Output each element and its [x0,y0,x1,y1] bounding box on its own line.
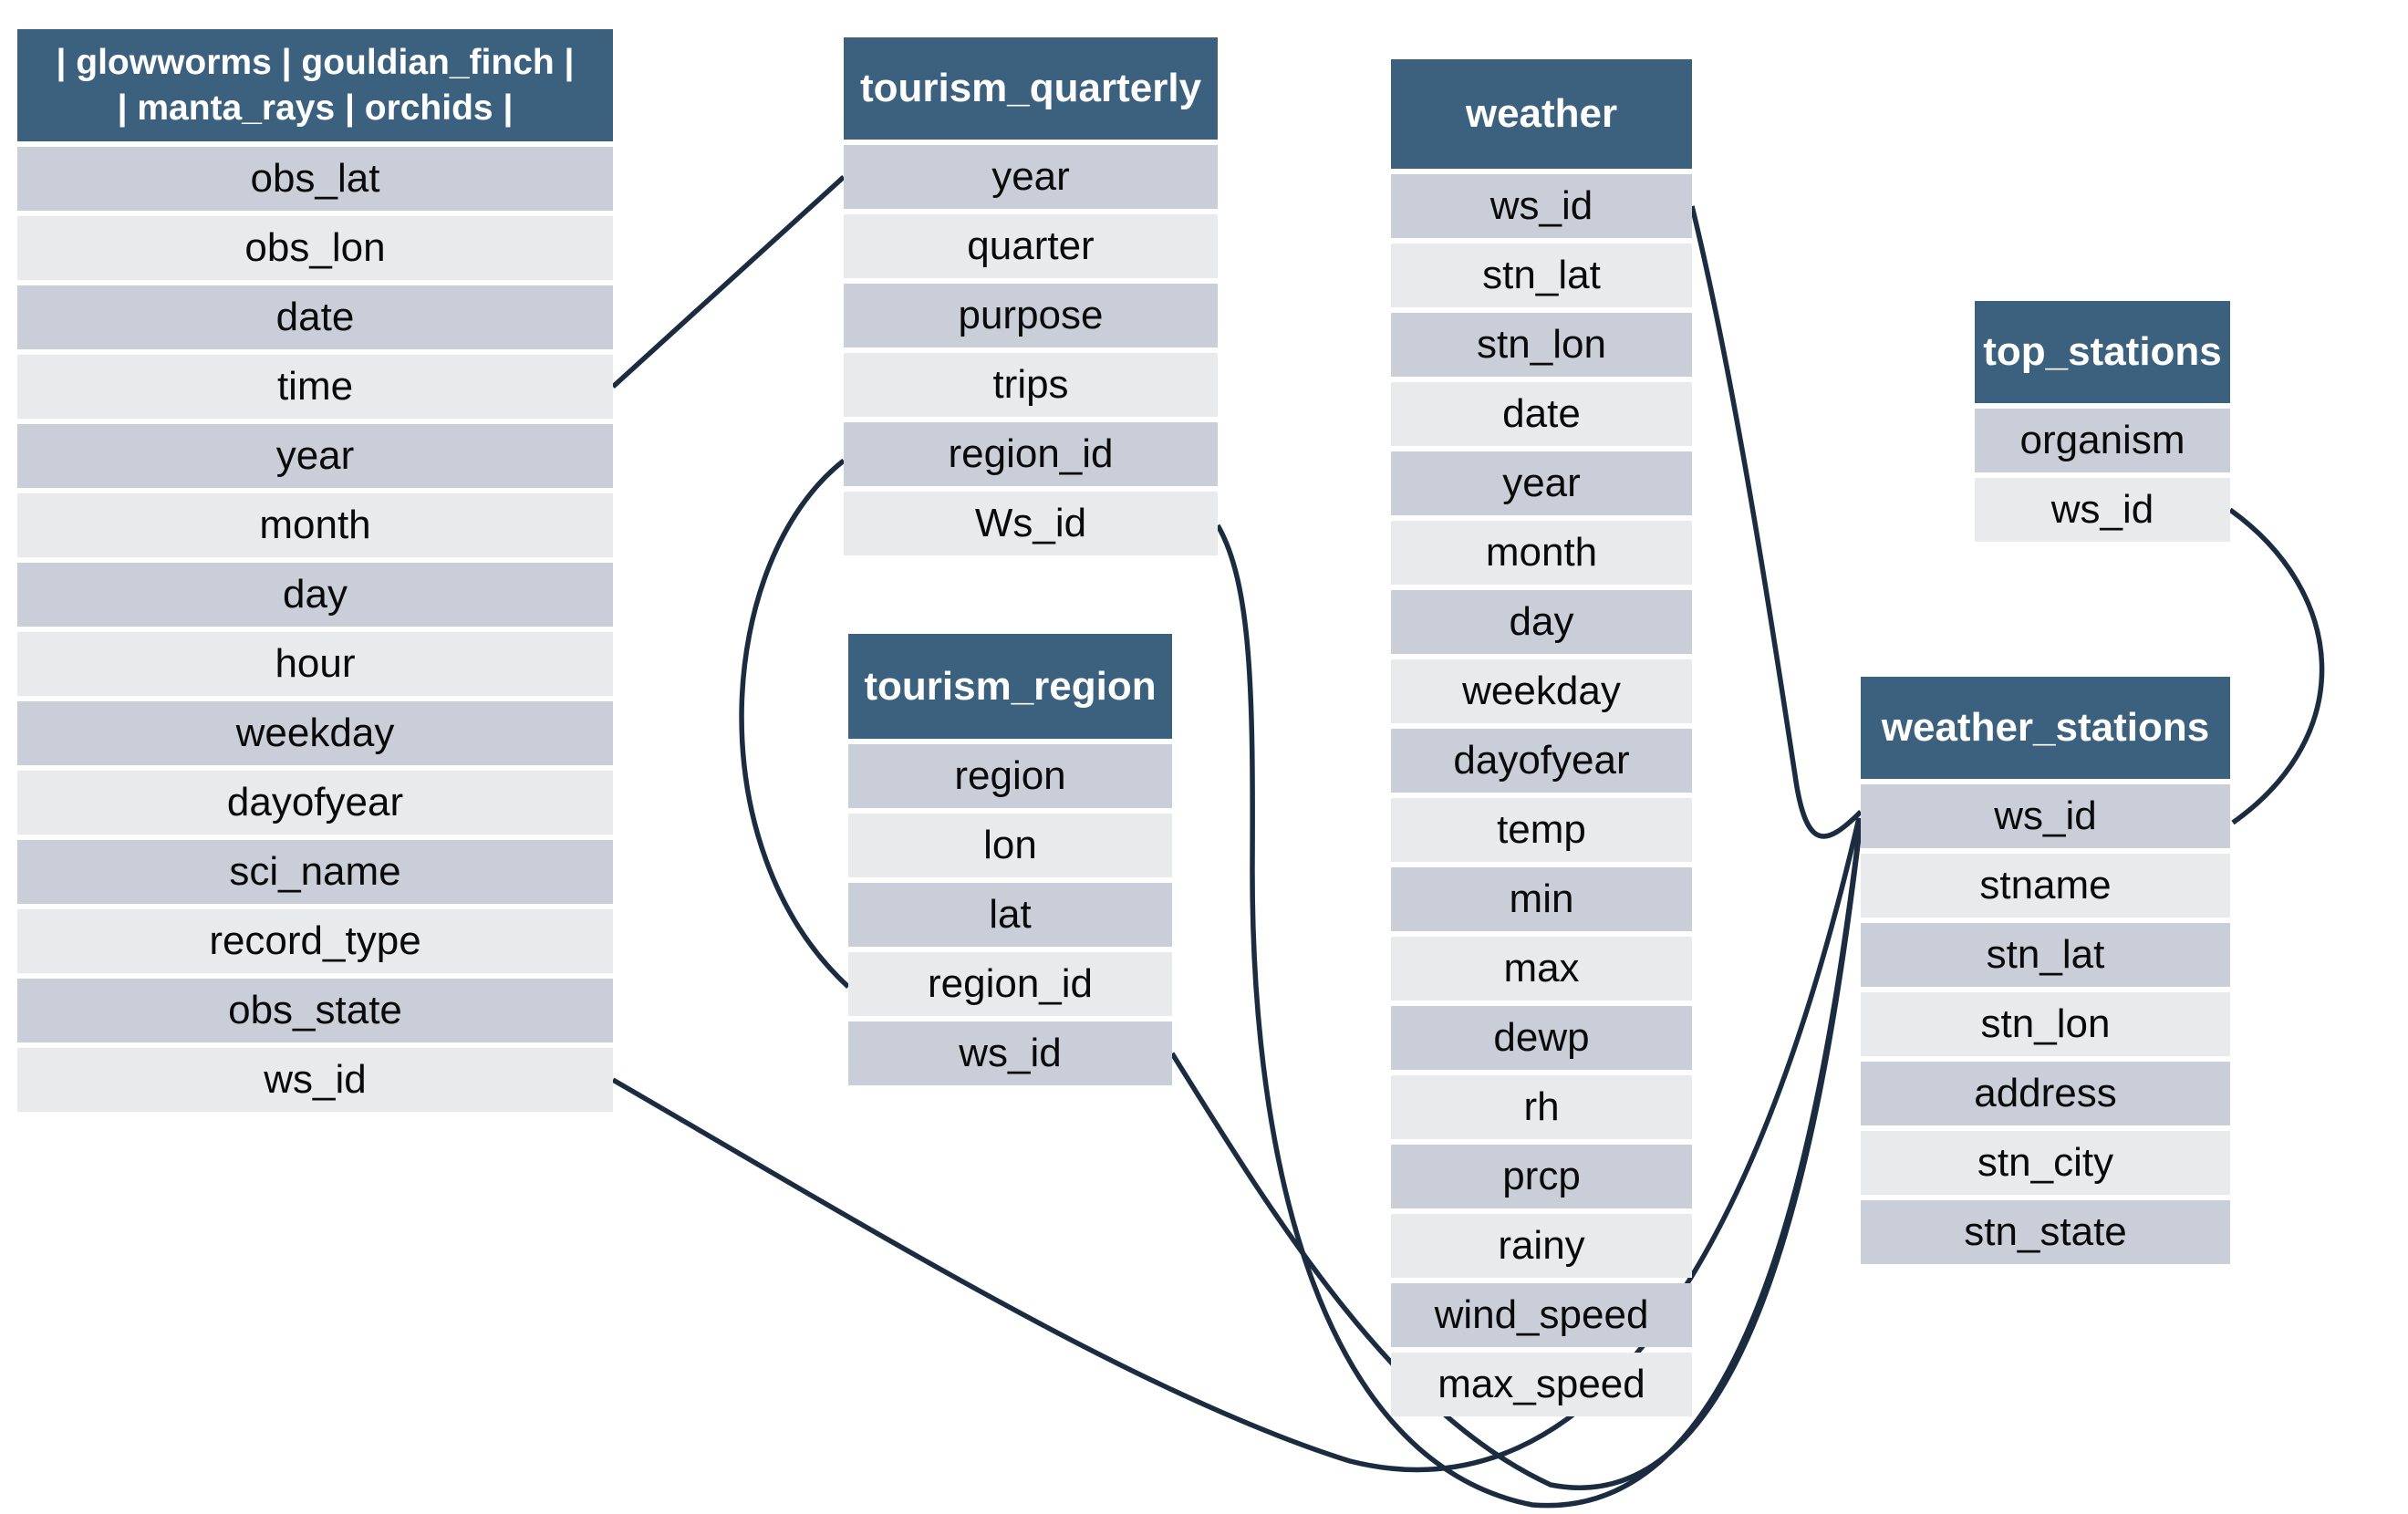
field-row-weekday: weekday [1391,659,1692,723]
table-weather-title: weather [1465,91,1618,137]
edge-weather-ws-id-to-weather-stations-ws-id [1689,205,1863,839]
field-row-month: month [1391,521,1692,585]
field-row-time: time [17,355,613,419]
field-row-stn_lon: stn_lon [1391,313,1692,377]
field-row-max: max [1391,937,1692,1001]
table-species-union: | glowworms | gouldian_finch | | manta_r… [17,29,613,1112]
table-tourism-region-title: tourism_region [864,663,1157,709]
field-row-rh: rh [1391,1075,1692,1139]
table-top-stations-header: top_stations [1975,301,2230,403]
field-row-lon: lon [848,814,1172,877]
field-row-day: day [17,563,613,627]
field-row-purpose: purpose [844,284,1218,347]
field-row-obs_lon: obs_lon [17,216,613,280]
field-row-obs_lat: obs_lat [17,147,613,211]
field-row-hour: hour [17,632,613,696]
table-top-stations-title: top_stations [1983,329,2222,375]
edge-top-stations-ws-id-to-weather-stations-ws-id [2228,507,2325,825]
field-row-weekday: weekday [17,701,613,765]
table-tourism-quarterly-title: tourism_quarterly [859,66,1202,111]
edge-tourism-region-ws-id-to-weather-stations-ws-id [1169,820,1863,1490]
field-row-date: date [17,285,613,349]
field-row-wind_speed: wind_speed [1391,1283,1692,1347]
field-row-quarter: quarter [844,214,1218,278]
field-row-dewp: dewp [1391,1006,1692,1070]
edge-species-time-to-tourism-quarterly-year [611,174,846,389]
field-row-obs_state: obs_state [17,979,613,1042]
table-weather-header: weather [1391,59,1692,169]
field-row-stn_lon: stn_lon [1861,992,2230,1056]
field-row-ws_id: ws_id [17,1048,613,1112]
field-row-address: address [1861,1062,2230,1125]
table-tourism-quarterly-header: tourism_quarterly [844,37,1218,140]
field-row-dayofyear: dayofyear [1391,729,1692,793]
field-row-trips: trips [844,353,1218,417]
field-row-year: year [844,145,1218,209]
field-row-region_id: region_id [848,952,1172,1016]
field-row-Ws_id: Ws_id [844,492,1218,555]
table-tourism-region-header: tourism_region [848,634,1172,739]
field-row-sci_name: sci_name [17,840,613,904]
field-row-region_id: region_id [844,422,1218,486]
field-row-ws_id: ws_id [1975,478,2230,542]
table-weather-stations-header: weather_stations [1861,677,2230,779]
field-row-month: month [17,493,613,557]
field-row-dayofyear: dayofyear [17,771,613,835]
field-row-ws_id: ws_id [848,1021,1172,1085]
field-row-date: date [1391,382,1692,446]
field-row-max_speed: max_speed [1391,1353,1692,1416]
field-row-prcp: prcp [1391,1145,1692,1208]
field-row-stn_state: stn_state [1861,1200,2230,1264]
field-row-record_type: record_type [17,909,613,973]
field-row-stn_lat: stn_lat [1861,923,2230,987]
field-row-stname: stname [1861,854,2230,918]
edge-tourism-quarterly-region-id-to-tourism-region-region-id [739,458,850,990]
field-row-region: region [848,744,1172,808]
table-species-union-title: | glowworms | gouldian_finch | | manta_r… [56,42,575,128]
field-row-min: min [1391,867,1692,931]
field-row-ws_id: ws_id [1861,784,2230,848]
field-row-stn_city: stn_city [1861,1131,2230,1195]
field-row-day: day [1391,590,1692,654]
field-row-year: year [1391,451,1692,515]
table-weather-stations-title: weather_stations [1881,705,2210,751]
field-row-temp: temp [1391,798,1692,862]
field-row-lat: lat [848,883,1172,947]
field-row-year: year [17,424,613,488]
field-row-stn_lat: stn_lat [1391,244,1692,307]
edge-tourism-quarterly-ws-id-to-weather-stations-ws-id [1215,524,1863,1509]
field-row-rainy: rainy [1391,1214,1692,1278]
field-row-organism: organism [1975,409,2230,472]
field-row-ws_id: ws_id [1391,174,1692,238]
table-species-union-header: | glowworms | gouldian_finch | | manta_r… [17,29,613,141]
edge-species-ws-id-to-weather-stations-ws-id [611,817,1862,1473]
